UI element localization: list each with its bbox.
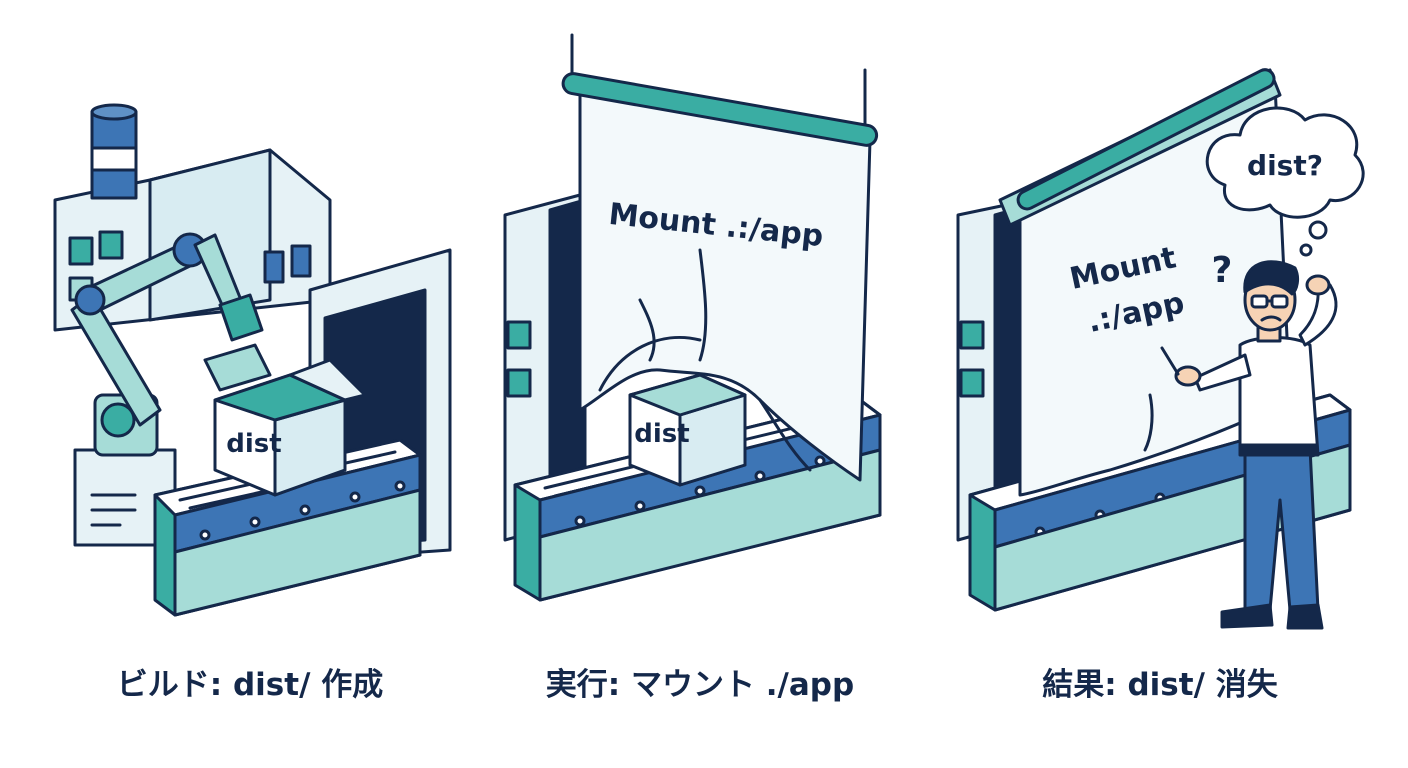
thought-text: dist? — [1247, 149, 1323, 182]
thought-bubble: dist? — [1205, 106, 1365, 257]
panel-build: dist — [53, 103, 452, 617]
question-mark: ? — [1212, 250, 1233, 291]
mount-curtain-run: Mount .:/app — [561, 33, 879, 482]
chimney — [90, 103, 138, 200]
caption-build: ビルド: dist/ 作成 — [116, 667, 384, 703]
caption-result: 結果: dist/ 消失 — [1042, 667, 1278, 703]
panel-run: dist Mount .:/app — [503, 33, 882, 602]
caption-run: 実行: マウント ./app — [545, 667, 855, 703]
dist-box-build: dist — [203, 343, 367, 497]
mount-curtain-result: Mount .:/app — [998, 68, 1292, 497]
dist-box-label-run: dist — [634, 419, 689, 449]
panel-result: Mount .:/app ? dist? — [956, 68, 1365, 630]
confused-engineer — [1160, 260, 1338, 630]
dist-box-run: dist — [628, 373, 747, 487]
dist-box-label: dist — [226, 429, 281, 459]
